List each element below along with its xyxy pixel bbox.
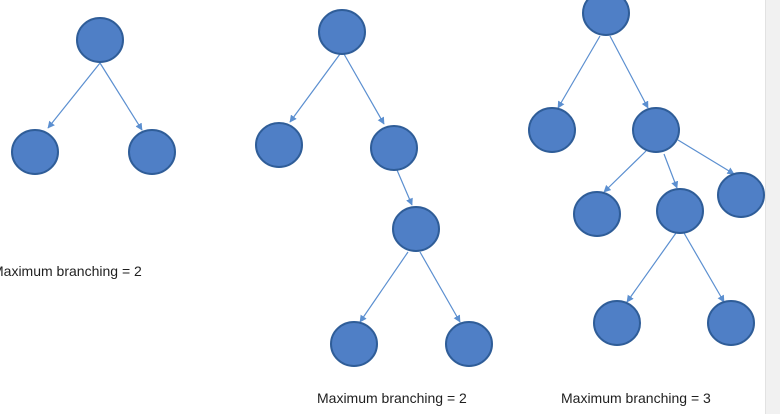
tree-3-edge-node-right [677, 139, 735, 175]
tree-2-edge-right-to-mid [396, 169, 413, 206]
tree-3-edge-node-mid [663, 153, 679, 189]
tree-2 [255, 9, 493, 367]
tree-1-edge-root-right [99, 62, 143, 131]
tree-3-bottom-left-leaf-node [593, 300, 641, 346]
tree-2-right-node [370, 125, 418, 171]
tree-3-bottom-right-leaf-node [707, 300, 755, 346]
tree-2-bottom-right-leaf-node [445, 321, 493, 367]
tree-3-right-node [632, 107, 680, 153]
tree-1-root-node [76, 17, 124, 63]
tree-1-caption: Maximum branching = 2 [0, 263, 142, 279]
tree-1-left-leaf-node [11, 129, 59, 175]
tree-2-mid-node [392, 206, 440, 252]
tree-2-caption: Maximum branching = 2 [317, 390, 467, 406]
tree-3-left-leaf-node [528, 107, 576, 153]
tree-3-child-right-leaf-node [717, 172, 765, 218]
tree-3 [528, 0, 765, 346]
tree-2-edge-root-left [289, 53, 341, 123]
tree-3-child-mid-node [656, 188, 704, 234]
tree-2-edge-root-right [343, 53, 385, 125]
tree-2-left-leaf-node [255, 122, 303, 168]
tree-1-edge-root-left [47, 62, 101, 129]
tree-3-edge-root-right [609, 35, 649, 109]
tree-1-right-leaf-node [128, 129, 176, 175]
tree-2-bottom-left-leaf-node [330, 321, 378, 367]
tree-1 [11, 17, 176, 175]
tree-3-edge-mid-left [626, 232, 677, 303]
tree-3-caption: Maximum branching = 3 [561, 390, 711, 406]
tree-3-root-node [582, 0, 630, 36]
tree-3-edge-node-left [603, 150, 647, 193]
tree-2-root-node [318, 9, 366, 55]
tree-2-edge-mid-right [419, 251, 461, 323]
tree-3-edge-root-left [557, 35, 601, 109]
tree-3-edge-mid-right [683, 232, 725, 303]
right-edge-divider [765, 0, 780, 414]
tree-3-child-left-leaf-node [573, 191, 621, 237]
tree-2-edge-mid-left [359, 251, 409, 323]
